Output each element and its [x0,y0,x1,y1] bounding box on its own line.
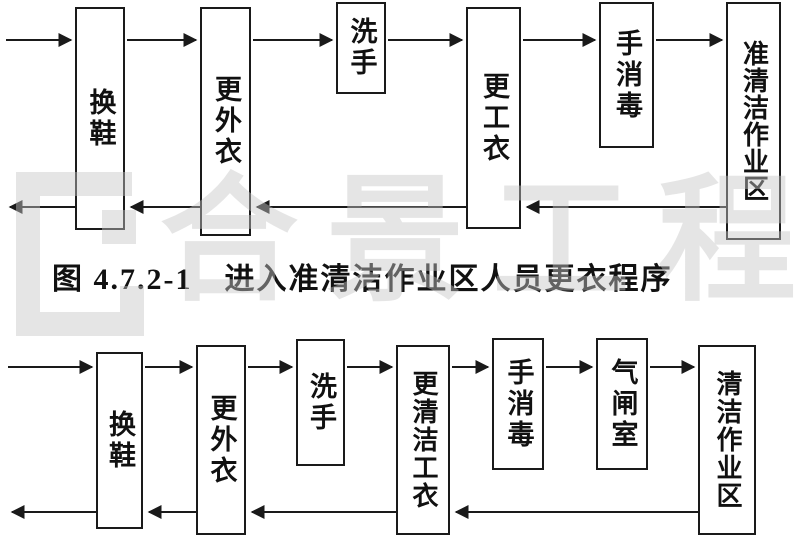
box2-hand-disinfect: 手消毒 [492,338,544,470]
box-change-shoes: 换鞋 [75,7,125,230]
box-semi-clean-area: 准清洁作业区 [726,2,781,240]
figure-caption: 图 4.7.2-1 进入准清洁作业区人员更衣程序 [52,263,673,296]
box-wash-hands: 洗手 [336,2,386,94]
box-change-shoes-label: 换鞋 [85,87,116,150]
box2-clean-area: 清洁作业区 [698,345,756,535]
box2-air-lock-room-label: 气闸室 [607,357,638,451]
box-change-work-garment-label: 更工衣 [479,71,509,165]
box-change-work-garment: 更工衣 [466,7,521,229]
box-semi-clean-area-label: 准清洁作业区 [739,40,769,202]
box2-air-lock-room: 气闸室 [596,338,648,470]
box2-change-shoes-label: 换鞋 [105,409,135,472]
box2-change-outer-garment-label: 更外衣 [206,393,237,487]
box2-wash-hands-label: 洗手 [306,371,336,434]
box-hand-disinfect-label: 手消毒 [612,28,642,122]
box2-clean-area-label: 清洁作业区 [713,370,742,510]
box2-wash-hands: 洗手 [296,339,345,466]
box2-change-clean-work-garment: 更清洁工衣 [396,345,450,535]
box2-change-clean-work-garment-label: 更清洁工衣 [409,370,438,510]
box-change-outer-garment: 更外衣 [200,7,251,236]
box-change-outer-garment-label: 更外衣 [211,75,241,168]
box2-change-outer-garment: 更外衣 [196,345,246,535]
box-hand-disinfect: 手消毒 [599,2,654,148]
box-wash-hands-label: 洗手 [346,17,377,79]
box2-change-shoes: 换鞋 [96,352,143,529]
box2-hand-disinfect-label: 手消毒 [503,357,534,451]
